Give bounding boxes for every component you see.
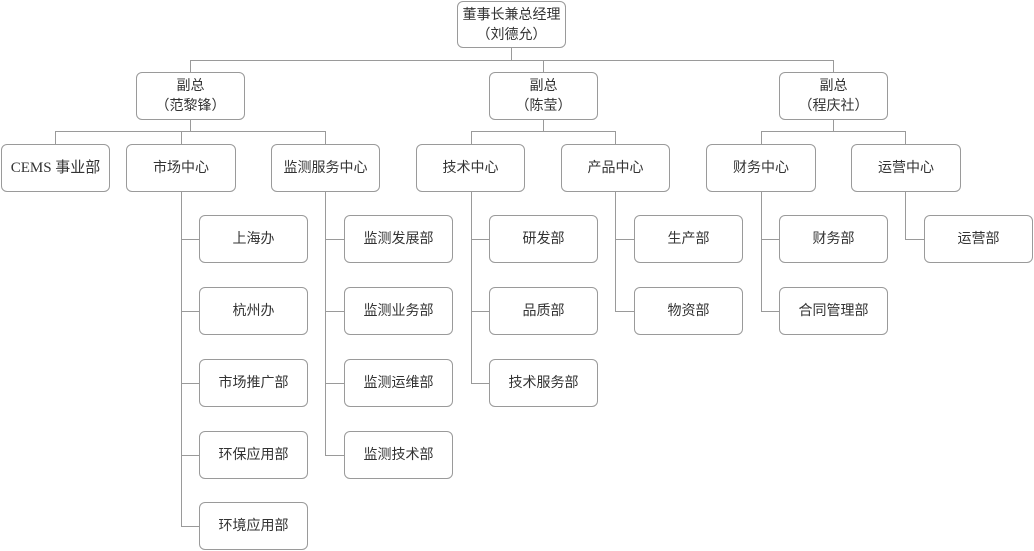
- center-market: 市场中心: [126, 144, 236, 192]
- dept-monitoring-business: 监测业务部: [344, 287, 453, 335]
- dept-env-protection: 环保应用部: [199, 431, 308, 479]
- vp-name: （范黎锋）: [155, 98, 226, 114]
- dept-operations: 运营部: [924, 215, 1033, 263]
- dept-materials: 物资部: [634, 287, 743, 335]
- vp-title: 副总: [529, 78, 558, 94]
- dept-rnd: 研发部: [489, 215, 598, 263]
- center-tech: 技术中心: [416, 144, 525, 192]
- dept-shanghai-office: 上海办: [199, 215, 308, 263]
- vp-title: 副总: [819, 78, 848, 94]
- chairman-box: 董事长兼总经理 （刘德允）: [457, 1, 566, 48]
- dept-monitoring-development: 监测发展部: [344, 215, 453, 263]
- dept-monitoring-technology: 监测技术部: [344, 431, 453, 479]
- center-operations: 运营中心: [851, 144, 961, 192]
- dept-quality: 品质部: [489, 287, 598, 335]
- center-finance: 财务中心: [706, 144, 816, 192]
- center-product: 产品中心: [561, 144, 670, 192]
- dept-monitoring-operations: 监测运维部: [344, 359, 453, 407]
- vp-title: 副总: [176, 78, 205, 94]
- vp-box-fan: 副总 （范黎锋）: [136, 72, 245, 120]
- dept-environment: 环境应用部: [199, 502, 308, 550]
- dept-hangzhou-office: 杭州办: [199, 287, 308, 335]
- dept-contract-management: 合同管理部: [779, 287, 888, 335]
- center-cems: CEMS 事业部: [1, 144, 110, 192]
- dept-tech-service: 技术服务部: [489, 359, 598, 407]
- dept-finance: 财务部: [779, 215, 888, 263]
- vp-box-cheng: 副总 （程庆社）: [779, 72, 888, 120]
- chairman-title: 董事长兼总经理: [462, 6, 561, 23]
- center-monitoring: 监测服务中心: [271, 144, 380, 192]
- vp-name: （陈莹）: [515, 98, 572, 114]
- dept-production: 生产部: [634, 215, 743, 263]
- vp-box-chen: 副总 （陈莹）: [489, 72, 598, 120]
- chairman-name: （刘德允）: [476, 26, 547, 43]
- vp-name: （程庆社）: [798, 98, 869, 114]
- dept-marketing: 市场推广部: [199, 359, 308, 407]
